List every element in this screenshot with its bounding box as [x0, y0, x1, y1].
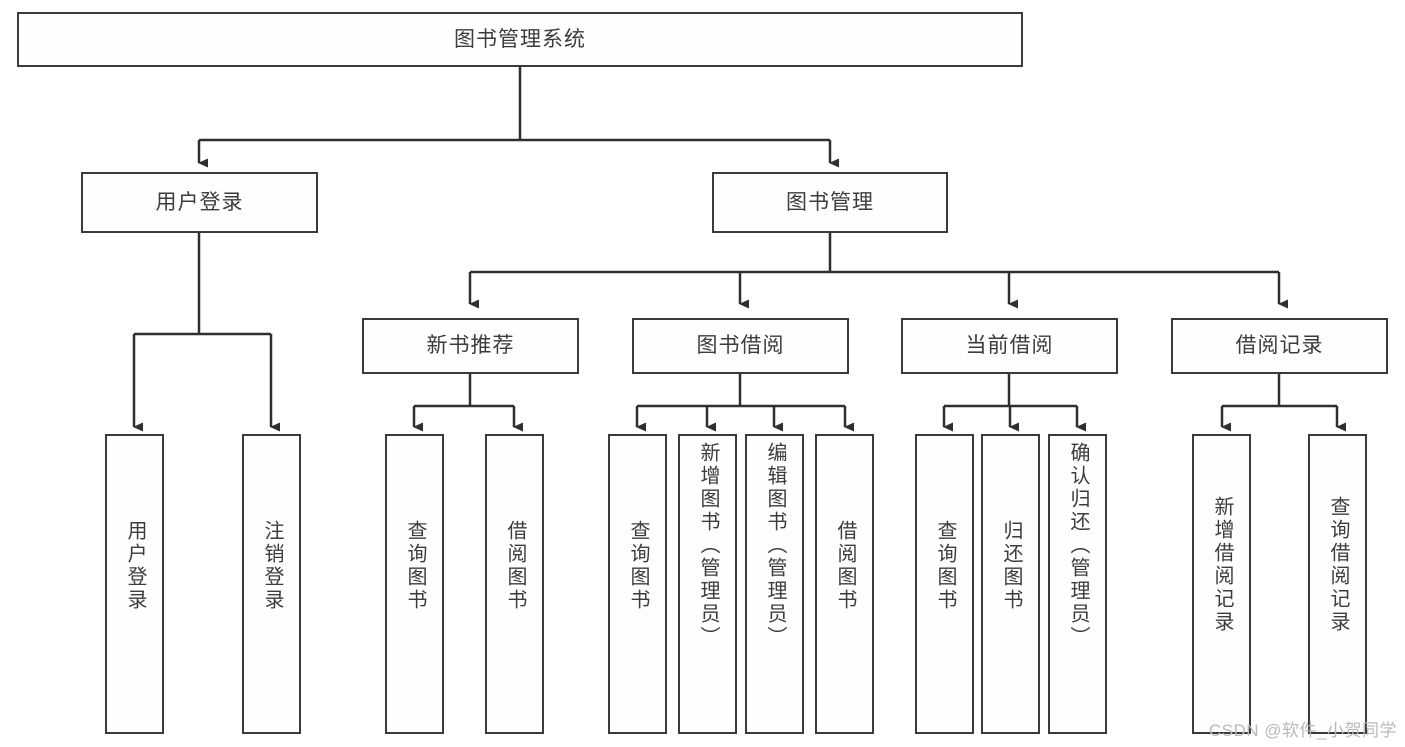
node-leaf-book-borrow-query[interactable]: 查询图书	[608, 434, 667, 734]
node-leaf-borrow-record-add-label: 新增借阅记录	[1211, 496, 1233, 634]
node-borrow-record[interactable]: 借阅记录	[1171, 318, 1388, 374]
node-leaf-current-borrow-confirm-return-label: 确认归还（管理员）	[1067, 442, 1089, 649]
node-leaf-user-login-logout[interactable]: 注销登录	[242, 434, 301, 734]
node-leaf-new-book-borrow[interactable]: 借阅图书	[485, 434, 544, 734]
node-current-borrow-label: 当前借阅	[965, 334, 1054, 358]
node-leaf-user-login-login-label: 用户登录	[124, 520, 146, 612]
node-leaf-book-borrow-query-label: 查询图书	[627, 520, 649, 612]
node-leaf-new-book-borrow-label: 借阅图书	[504, 520, 526, 612]
node-leaf-borrow-record-query[interactable]: 查询借阅记录	[1308, 434, 1367, 734]
node-book-borrow[interactable]: 图书借阅	[632, 318, 849, 374]
node-book-borrow-label: 图书借阅	[696, 334, 785, 358]
node-leaf-current-borrow-confirm-return[interactable]: 确认归还（管理员）	[1048, 434, 1107, 734]
node-borrow-record-label: 借阅记录	[1235, 334, 1324, 358]
node-leaf-book-borrow-add[interactable]: 新增图书（管理员）	[678, 434, 737, 734]
node-leaf-new-book-query[interactable]: 查询图书	[385, 434, 444, 734]
node-leaf-new-book-query-label: 查询图书	[404, 520, 426, 612]
node-root-system[interactable]: 图书管理系统	[17, 12, 1023, 67]
node-leaf-book-borrow-add-label: 新增图书（管理员）	[697, 442, 719, 649]
watermark-text: CSDN @软件_小贺同学	[1208, 721, 1397, 740]
node-leaf-borrow-record-query-label: 查询借阅记录	[1327, 496, 1349, 634]
node-leaf-book-borrow-edit-label: 编辑图书（管理员）	[764, 442, 786, 649]
node-leaf-current-borrow-return[interactable]: 归还图书	[981, 434, 1040, 734]
node-leaf-borrow-record-add[interactable]: 新增借阅记录	[1192, 434, 1251, 734]
node-leaf-current-borrow-return-label: 归还图书	[1000, 520, 1022, 612]
node-leaf-current-borrow-query[interactable]: 查询图书	[915, 434, 974, 734]
node-leaf-user-login-login[interactable]: 用户登录	[105, 434, 164, 734]
node-user-login[interactable]: 用户登录	[81, 172, 318, 233]
node-leaf-current-borrow-query-label: 查询图书	[934, 520, 956, 612]
node-book-management-label: 图书管理	[786, 190, 874, 214]
node-user-login-label: 用户登录	[155, 190, 244, 214]
node-current-borrow[interactable]: 当前借阅	[901, 318, 1118, 374]
node-leaf-book-borrow-borrow-label: 借阅图书	[834, 520, 856, 612]
node-new-book-recommend[interactable]: 新书推荐	[362, 318, 579, 374]
node-leaf-user-login-logout-label: 注销登录	[261, 520, 283, 612]
node-root-system-label: 图书管理系统	[454, 27, 586, 51]
node-leaf-book-borrow-borrow[interactable]: 借阅图书	[815, 434, 874, 734]
node-book-management[interactable]: 图书管理	[712, 172, 948, 233]
node-leaf-book-borrow-edit[interactable]: 编辑图书（管理员）	[745, 434, 804, 734]
node-new-book-recommend-label: 新书推荐	[426, 334, 515, 358]
